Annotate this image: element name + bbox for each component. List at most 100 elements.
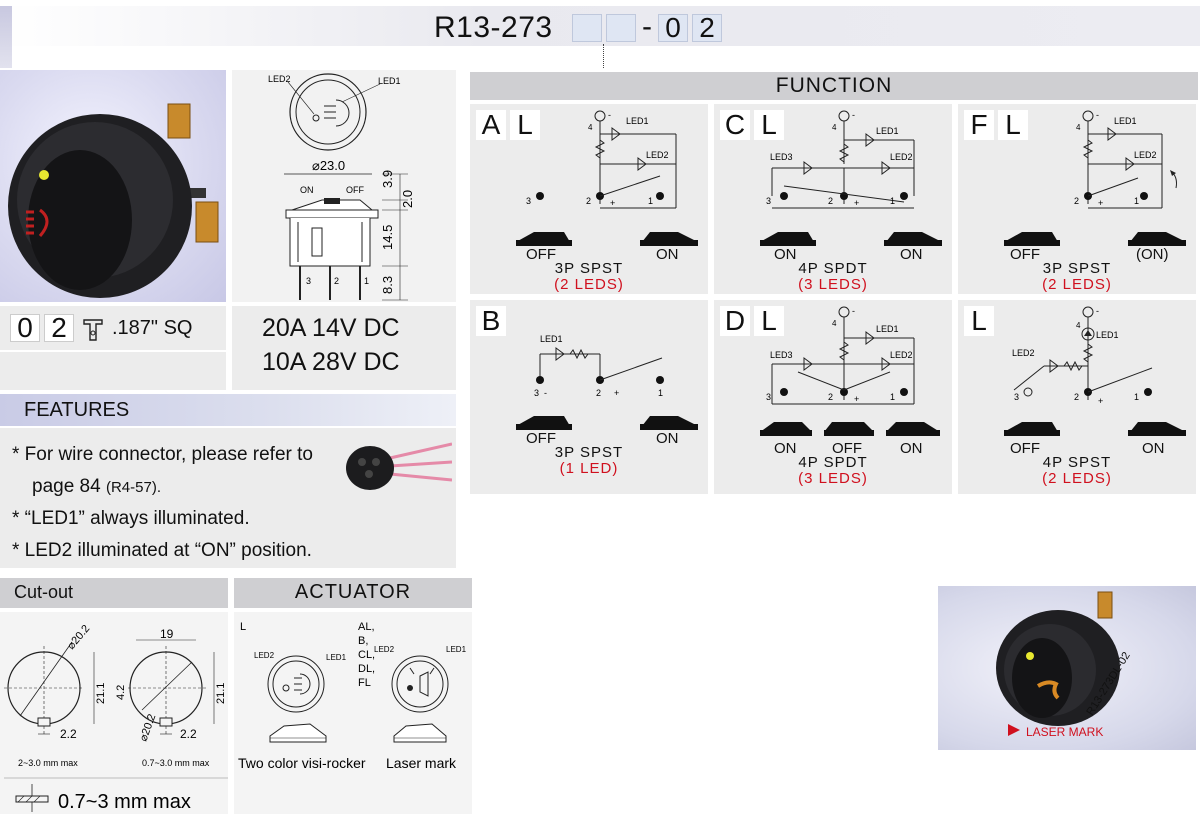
code-digit-2: 2 — [692, 14, 722, 42]
terminal-3: 3 — [534, 388, 539, 398]
actuator-panel: L AL, B, CL, DL, FL LED2 LED1 LED2 LED1 … — [234, 612, 472, 814]
position-1: ON — [774, 246, 797, 263]
position-1: ON — [774, 440, 797, 457]
plus-sign: + — [1098, 396, 1103, 406]
drawing-pin1: 1 — [364, 276, 369, 286]
led3-label: LED3 — [770, 350, 793, 360]
terminal-digit-1: 0 — [10, 314, 40, 342]
cell-sub: (1 LED) — [559, 460, 619, 477]
position-1: OFF — [526, 246, 556, 263]
rating-line-1: 20A 14V DC — [262, 314, 400, 342]
actuator-left-led2: LED2 — [254, 651, 275, 660]
cell-letter: L — [964, 306, 994, 336]
position-2: ON — [656, 430, 679, 447]
position-3: ON — [900, 440, 923, 457]
terminal-digit-2: 2 — [44, 314, 74, 342]
drawing-off-label: OFF — [346, 185, 364, 195]
function-cell-b: B LED1 3 2 1 - + OFF ON 3P SPST (1 LED) — [470, 300, 708, 494]
cutout-w2: 2.2 — [180, 727, 197, 741]
position-2: OFF — [832, 440, 862, 457]
code-digit-1: 0 — [658, 14, 688, 42]
cutout-panel: ⌀20.2 21.1 2.2 2~3.0 mm max 19 ⌀20.2 4.2… — [0, 612, 228, 814]
terminal-4: 4 — [832, 123, 837, 132]
terminal-2: 2 — [828, 196, 833, 206]
leader-line — [603, 44, 604, 68]
actuator-code-fl: FL — [358, 677, 371, 689]
position-1: OFF — [1010, 246, 1040, 263]
laser-mark-label: LASER MARK — [1026, 725, 1103, 739]
led1-label: LED1 — [1114, 116, 1137, 126]
drawing-diameter: ⌀23.0 — [312, 158, 345, 173]
actuator-right-led1: LED1 — [446, 645, 467, 654]
cutout-note2: 0.7~3.0 mm max — [142, 758, 210, 768]
minus-sign: - — [544, 388, 547, 398]
position-1: OFF — [1010, 440, 1040, 457]
cutout-note1: 2~3.0 mm max — [18, 758, 78, 768]
cell-name: 4P SPST — [1042, 454, 1112, 471]
actuator-code-dl: DL, — [358, 663, 375, 675]
cell-name: 3P SPST — [1042, 260, 1112, 277]
drawing-dim-2-0: 2.0 — [400, 190, 415, 208]
cell-letter-l: L — [754, 110, 784, 140]
actuator-caption-left: Two color visi-rocker — [238, 755, 366, 771]
cell-letter: D — [720, 306, 750, 336]
cutout-h2: 21.1 — [215, 683, 227, 704]
feature-item-2: * “LED1” always illuminated. — [12, 508, 250, 529]
led2-label: LED2 — [646, 150, 669, 160]
code-slot-2 — [606, 14, 636, 42]
cell-letter: F — [964, 110, 994, 140]
dimensional-drawing: LED2 LED1 ⌀23.0 ON OFF 3 2 1 3.9 2.0 14.… — [232, 70, 456, 302]
drawing-dim-3-9: 3.9 — [380, 170, 395, 188]
red-arrow-icon — [1008, 724, 1020, 736]
terminal-1: 1 — [1134, 392, 1139, 402]
cutout-d1: ⌀20.2 — [65, 623, 92, 652]
cell-sub: (2 LEDS) — [554, 276, 624, 293]
terminal-2: 2 — [828, 392, 833, 402]
cell-name: 4P SPDT — [798, 260, 868, 277]
actuator-code-al: AL, — [358, 621, 375, 633]
cell-sub: (3 LEDS) — [798, 276, 868, 293]
led2-label: LED2 — [890, 152, 913, 162]
cell-letter: A — [476, 110, 506, 140]
cell-letter: C — [720, 110, 750, 140]
terminal-4: 4 — [1076, 123, 1081, 132]
plus-sign: + — [1098, 198, 1103, 208]
actuator-left-led1: LED1 — [326, 653, 347, 662]
actuator-code-b: B, — [358, 635, 368, 647]
plus-sign: + — [610, 198, 615, 208]
terminal-4: 4 — [588, 123, 593, 132]
terminal-label: .187" SQ — [112, 317, 193, 339]
cutout-d2: ⌀20.2 — [138, 713, 159, 743]
drawing-dim-8-3: 8.3 — [380, 276, 395, 294]
terminal-2: 2 — [596, 388, 601, 398]
plus-sign: + — [614, 388, 619, 398]
terminal-1: 1 — [890, 392, 895, 402]
part-number-prefix: R13-273 — [434, 11, 553, 44]
terminal-1: 1 — [1134, 196, 1139, 206]
panel-thickness: 0.7~3 mm max — [58, 791, 191, 813]
terminal-code-row: 0 2 .187" SQ — [0, 306, 226, 350]
function-cell-cl: C L LED1 LED2 LED3 4 3 2 1 - + ON ON 4P … — [714, 104, 952, 294]
cell-letter: B — [476, 306, 506, 336]
title-dash: - — [642, 10, 652, 43]
cell-letter-l: L — [510, 110, 540, 140]
terminal-icon — [83, 319, 103, 341]
cell-letter-l: L — [754, 306, 784, 336]
position-1: OFF — [526, 430, 556, 447]
ratings-panel: 20A 14V DC 10A 28V DC — [232, 306, 456, 390]
actuator-code-cl: CL, — [358, 649, 375, 661]
blank-row — [0, 352, 226, 390]
led1-label: LED1 — [1096, 330, 1119, 340]
terminal-4: 4 — [832, 319, 837, 328]
actuator-right-led2: LED2 — [374, 645, 395, 654]
wire-connector-image — [346, 442, 452, 490]
function-cell-l: L LED1 LED2 4 3 2 1 - + OFF ON 4P SPST (… — [958, 300, 1196, 494]
feature-page-code: (R4-57). — [105, 479, 161, 496]
code-slot-1 — [572, 14, 602, 42]
cell-letter-l: L — [998, 110, 1028, 140]
position-2: (ON) — [1136, 246, 1169, 263]
feature-item-1: * For wire connector, please refer to — [12, 444, 313, 465]
cell-name: 4P SPDT — [798, 454, 868, 471]
actuator-code-left: L — [240, 621, 246, 633]
led3-label: LED3 — [770, 152, 793, 162]
